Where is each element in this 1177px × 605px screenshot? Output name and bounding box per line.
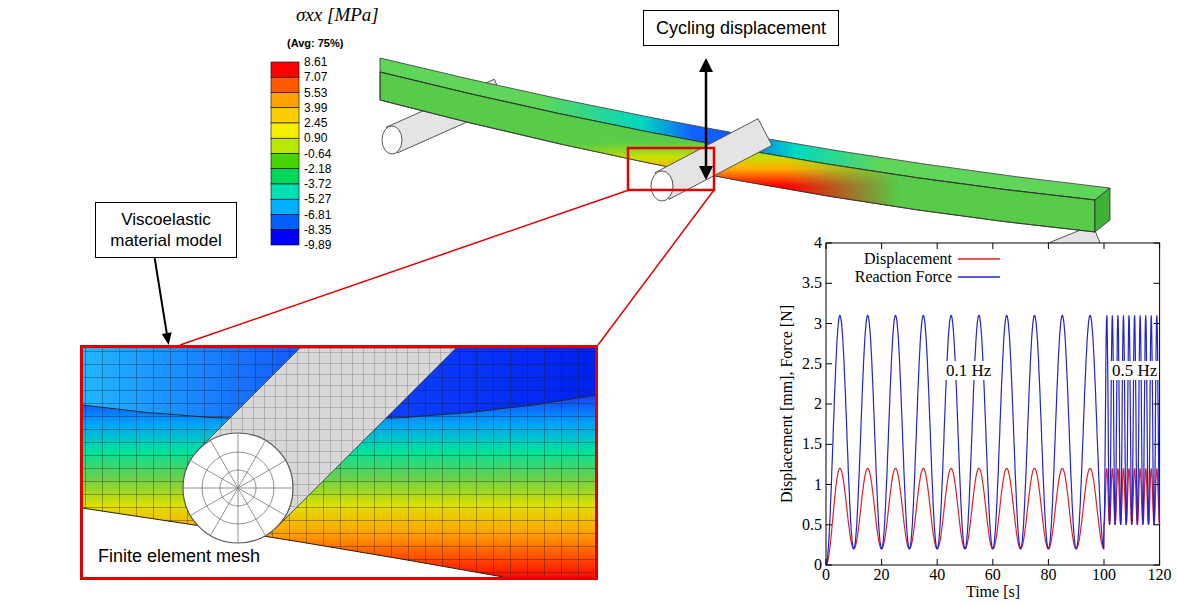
colorbar-band bbox=[271, 230, 299, 245]
mesh-closeup bbox=[83, 348, 595, 577]
legend-label: Reaction Force bbox=[855, 268, 952, 286]
tick-label: 100 bbox=[1092, 567, 1116, 583]
line-chart bbox=[826, 243, 1160, 565]
colorbar-band bbox=[271, 138, 299, 153]
arrow-shaft bbox=[705, 70, 708, 168]
callout-box: Cycling displacement bbox=[643, 10, 839, 46]
colorbar-value: -8.35 bbox=[304, 223, 331, 237]
colorbar-band bbox=[271, 77, 299, 92]
colorbar-title: σxx [MPa] bbox=[296, 4, 379, 26]
colorbar-band bbox=[271, 199, 299, 214]
tick-label: 120 bbox=[1148, 567, 1172, 583]
tick-label: 2.5 bbox=[802, 356, 822, 372]
axis-ticks bbox=[826, 243, 1160, 565]
roller-end bbox=[651, 171, 673, 201]
node-text: Finite element mesh bbox=[95, 545, 263, 567]
node-text: Viscoelastic material model bbox=[102, 209, 230, 251]
colorbar-band bbox=[271, 169, 299, 184]
legend-label: Displacement bbox=[864, 250, 952, 268]
tick-label: 0.5 bbox=[802, 517, 822, 533]
stress-gradient bbox=[520, 90, 900, 240]
roller-end bbox=[382, 126, 402, 154]
connector-line bbox=[155, 258, 167, 335]
frequency-label: 0.1 Hz bbox=[944, 361, 993, 380]
tick-label: 0 bbox=[822, 567, 830, 583]
colorbar-band bbox=[271, 62, 299, 77]
frequency-label: 0.5 Hz bbox=[1110, 361, 1159, 380]
colorbar-note: (Avg: 75%) bbox=[287, 37, 343, 50]
zoom-frame bbox=[628, 148, 714, 190]
tick-label: 80 bbox=[1040, 567, 1056, 583]
colorbar-band bbox=[271, 123, 299, 138]
arrow-head bbox=[699, 58, 713, 72]
colorbar bbox=[271, 62, 299, 245]
callout-box: Viscoelastic material model bbox=[95, 202, 237, 258]
colorbar-value: 8.61 bbox=[304, 55, 327, 69]
beam bbox=[380, 58, 1110, 240]
colorbar-value: 5.53 bbox=[304, 86, 327, 100]
axis-title: Time [s] bbox=[966, 584, 1020, 600]
tick-label: 60 bbox=[985, 567, 1001, 583]
arrow-head bbox=[699, 166, 713, 180]
double-arrow bbox=[699, 58, 713, 180]
colorbar-value: -9.89 bbox=[304, 238, 331, 252]
zoom-inset: Finite element mesh bbox=[80, 345, 598, 580]
tick-label: 1.5 bbox=[802, 436, 822, 452]
axis-title: Displacement [mm], Force [N] bbox=[779, 305, 795, 503]
legend-sample bbox=[958, 258, 1000, 259]
colorbar-band bbox=[271, 154, 299, 169]
colorbar-value: 0.90 bbox=[304, 131, 327, 145]
colorbar-value: 7.07 bbox=[304, 70, 327, 84]
tick-label: 2 bbox=[814, 396, 822, 412]
leader-line bbox=[598, 190, 714, 345]
tick-label: 1 bbox=[814, 477, 822, 493]
leader-line bbox=[180, 190, 629, 345]
colorbar-value: 2.45 bbox=[304, 116, 327, 130]
beam-front-face bbox=[380, 72, 1095, 232]
colorbar-band bbox=[271, 215, 299, 230]
colorbar-value: -5.27 bbox=[304, 192, 331, 206]
colorbar-band bbox=[271, 184, 299, 199]
loading-roller bbox=[651, 119, 772, 201]
node-text: Cycling displacement bbox=[656, 17, 826, 39]
tick-label: 3 bbox=[814, 316, 822, 332]
colorbar-value: -0.64 bbox=[304, 147, 331, 161]
tick-label: 3.5 bbox=[802, 275, 822, 291]
beam-outline bbox=[380, 72, 1095, 232]
tick-label: 4 bbox=[814, 235, 822, 251]
colorbar-band bbox=[271, 108, 299, 123]
tick-label: 0 bbox=[814, 557, 822, 573]
arrow-head bbox=[162, 332, 172, 345]
connector-arrow bbox=[155, 258, 172, 345]
colorbar-band bbox=[271, 93, 299, 108]
legend-sample bbox=[958, 276, 1000, 277]
tick-label: 20 bbox=[874, 567, 890, 583]
colorbar-value: -2.18 bbox=[304, 162, 331, 176]
force-curve bbox=[826, 315, 1160, 565]
tick-label: 40 bbox=[929, 567, 945, 583]
colorbar-value: -3.72 bbox=[304, 177, 331, 191]
colorbar-value: -6.81 bbox=[304, 208, 331, 222]
plot-frame bbox=[826, 243, 1160, 565]
roller-end bbox=[183, 433, 293, 543]
beam-stress bbox=[520, 90, 900, 240]
roller-mesh bbox=[183, 433, 293, 543]
beam-end-face bbox=[1095, 188, 1110, 232]
colorbar-value: 3.99 bbox=[304, 101, 327, 115]
